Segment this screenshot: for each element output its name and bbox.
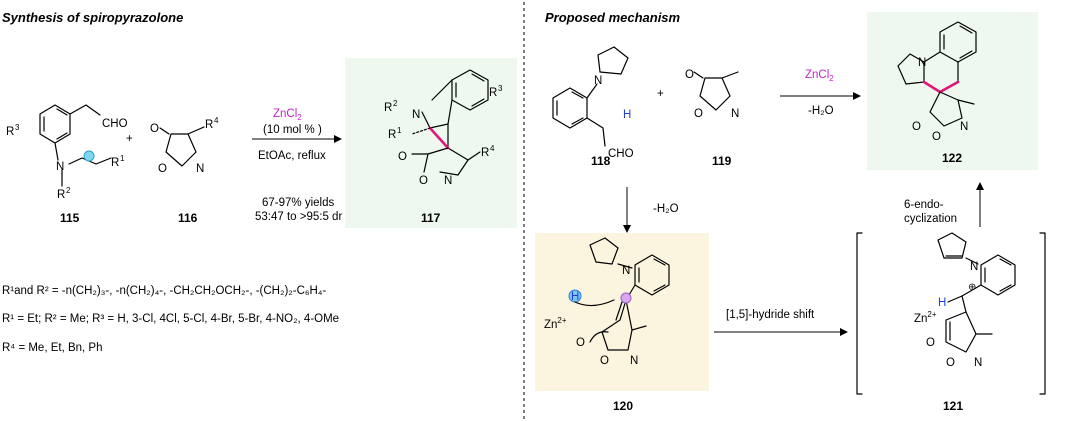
svg-text:4: 4 xyxy=(490,144,495,153)
svg-text:N: N xyxy=(444,175,452,187)
svg-text:R: R xyxy=(57,189,65,201)
svg-text:N: N xyxy=(412,109,420,121)
cyclization-line-2: cyclization xyxy=(904,213,957,225)
dr-text: 53:47 to >95:5 dr xyxy=(255,211,342,223)
svg-text:CHO: CHO xyxy=(608,148,634,160)
svg-text:2: 2 xyxy=(393,99,398,108)
svg-text:H: H xyxy=(623,109,631,121)
svg-text:2: 2 xyxy=(66,186,71,195)
note-r4: R⁴ = Me, Et, Bn, Ph xyxy=(2,342,103,354)
svg-text:3: 3 xyxy=(15,123,20,132)
svg-text:O: O xyxy=(576,337,585,349)
svg-text:O: O xyxy=(926,337,935,349)
svg-text:R: R xyxy=(388,129,396,141)
right-title: Proposed mechanism xyxy=(545,10,681,25)
stereocenter-ball xyxy=(83,150,95,162)
svg-text:O: O xyxy=(158,163,167,175)
label-119: 119 xyxy=(712,154,732,168)
svg-text:O: O xyxy=(150,123,159,135)
svg-text:⊕: ⊕ xyxy=(968,282,976,293)
svg-text:O: O xyxy=(912,121,921,133)
svg-text:N: N xyxy=(974,357,982,369)
bracket-left xyxy=(856,232,863,395)
svg-text:H: H xyxy=(938,297,946,309)
product-122-highlight xyxy=(867,12,1038,170)
bracket-right xyxy=(1039,232,1046,395)
label-117: 117 xyxy=(421,211,441,225)
svg-text:N: N xyxy=(622,265,630,277)
svg-text:R: R xyxy=(384,102,392,114)
compound-119: O O N xyxy=(685,69,739,120)
svg-text:N: N xyxy=(630,355,638,367)
svg-text:N: N xyxy=(960,121,968,133)
svg-text:Zn2+: Zn2+ xyxy=(544,316,567,331)
plus-sign: + xyxy=(126,133,133,145)
compound-117: R 2 N R 1 R 3 O R 4 O N xyxy=(384,69,503,187)
svg-text:O: O xyxy=(600,355,609,367)
compound-118: N CHO H xyxy=(552,46,634,160)
svg-text:O: O xyxy=(946,357,955,369)
svg-text:N: N xyxy=(196,163,204,175)
svg-text:O: O xyxy=(932,131,941,143)
svg-text:R: R xyxy=(205,119,213,131)
plus-sign-2: + xyxy=(657,88,664,100)
svg-text:1: 1 xyxy=(120,154,125,163)
note-r1-r3: R¹ = Et; R² = Me; R³ = H, 3-Cl, 4Cl, 5-C… xyxy=(2,313,339,325)
minus-water-2: -H₂O xyxy=(653,203,679,215)
hydride-shift-label: [1,5]-hydride shift xyxy=(726,309,815,321)
label-122: 122 xyxy=(942,151,962,165)
svg-text:O: O xyxy=(398,151,407,163)
compound-116: O R 4 O N xyxy=(150,116,219,175)
svg-text:4: 4 xyxy=(214,116,219,125)
carbon-ball xyxy=(620,292,632,304)
svg-text:1: 1 xyxy=(397,126,402,135)
yields-text: 67-97% yields xyxy=(262,197,334,209)
compound-121: N ⊕ H Zn2+ O O N xyxy=(914,232,1016,369)
compound-120: N H Zn2+ O O N xyxy=(544,237,670,367)
cyclization-line-1: 6-endo- xyxy=(904,199,944,211)
label-118: 118 xyxy=(591,154,611,168)
minus-water-1: -H₂O xyxy=(808,105,834,117)
label-121: 121 xyxy=(943,399,963,413)
label-115: 115 xyxy=(60,211,80,225)
svg-text:N: N xyxy=(970,261,978,273)
svg-text:N: N xyxy=(918,57,926,69)
svg-text:N: N xyxy=(594,75,602,87)
svg-text:N: N xyxy=(731,108,739,120)
svg-text:O: O xyxy=(419,175,428,187)
label-120: 120 xyxy=(613,399,633,413)
note-r1-r2: R¹and R² = -n(CH₂)₃-, -n(CH₂)₄-, -CH₂CH₂… xyxy=(2,285,327,297)
svg-text:N: N xyxy=(56,161,64,173)
compound-122: N O O N xyxy=(897,21,977,143)
conditions: EtOAc, reflux xyxy=(258,150,326,162)
label-116: 116 xyxy=(178,211,198,225)
svg-text:R: R xyxy=(481,147,489,159)
svg-text:R: R xyxy=(111,157,119,169)
compound-115: CHO R 3 N R 1 R 2 xyxy=(6,104,128,201)
product-117-highlight xyxy=(345,58,517,228)
reagent-zncl2-2: ZnCl2 xyxy=(805,69,834,83)
svg-text:O: O xyxy=(685,69,694,81)
svg-text:Zn2+: Zn2+ xyxy=(914,310,937,325)
reagent-zncl2: ZnCl2 xyxy=(273,108,302,122)
svg-text:R: R xyxy=(6,126,14,138)
svg-text:O: O xyxy=(694,108,703,120)
left-title: Synthesis of spiropyrazolone xyxy=(2,10,183,25)
svg-text:3: 3 xyxy=(498,84,503,93)
reagent-loading: (10 mol % ) xyxy=(263,124,322,136)
svg-text:CHO: CHO xyxy=(102,118,128,130)
svg-text:H: H xyxy=(571,291,579,303)
svg-text:R: R xyxy=(489,87,497,99)
